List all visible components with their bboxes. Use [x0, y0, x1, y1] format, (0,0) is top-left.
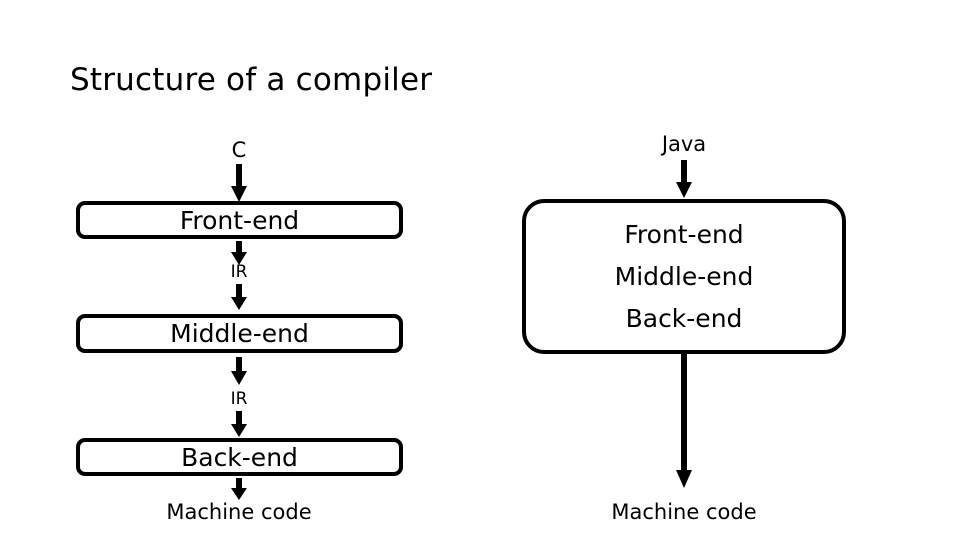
down-arrow-icon: [231, 357, 247, 385]
monolithic-box-line-middle-end: Middle-end: [614, 261, 754, 291]
stage-box-front-end-label: Front-end: [179, 205, 300, 235]
edge-label-ir-2: IR: [230, 389, 248, 409]
stage-box-front-end[interactable]: Front-end: [76, 201, 403, 239]
left-output-label: Machine code: [166, 500, 312, 524]
left-source-label: C: [231, 138, 247, 162]
down-arrow-icon: [231, 284, 247, 310]
edge-label-ir-1: IR: [230, 262, 248, 282]
page-title: Structure of a compiler: [70, 62, 433, 98]
monolithic-compiler-box[interactable]: Front-end Middle-end Back-end: [522, 199, 846, 354]
stage-box-middle-end[interactable]: Middle-end: [76, 314, 403, 353]
monolithic-box-line-front-end: Front-end: [624, 219, 744, 249]
down-arrow-icon: [231, 478, 247, 500]
right-output-label: Machine code: [611, 500, 757, 524]
stage-box-middle-end-label: Middle-end: [170, 319, 309, 348]
down-arrow-icon: [231, 411, 247, 437]
right-source-label: Java: [661, 132, 707, 156]
monolithic-box-line-back-end: Back-end: [625, 303, 743, 333]
down-arrow-icon: [676, 354, 692, 488]
down-arrow-icon: [231, 241, 247, 265]
stage-box-back-end[interactable]: Back-end: [76, 438, 403, 476]
down-arrow-icon: [676, 160, 692, 198]
down-arrow-icon: [231, 164, 247, 202]
stage-box-back-end-label: Back-end: [181, 442, 298, 472]
